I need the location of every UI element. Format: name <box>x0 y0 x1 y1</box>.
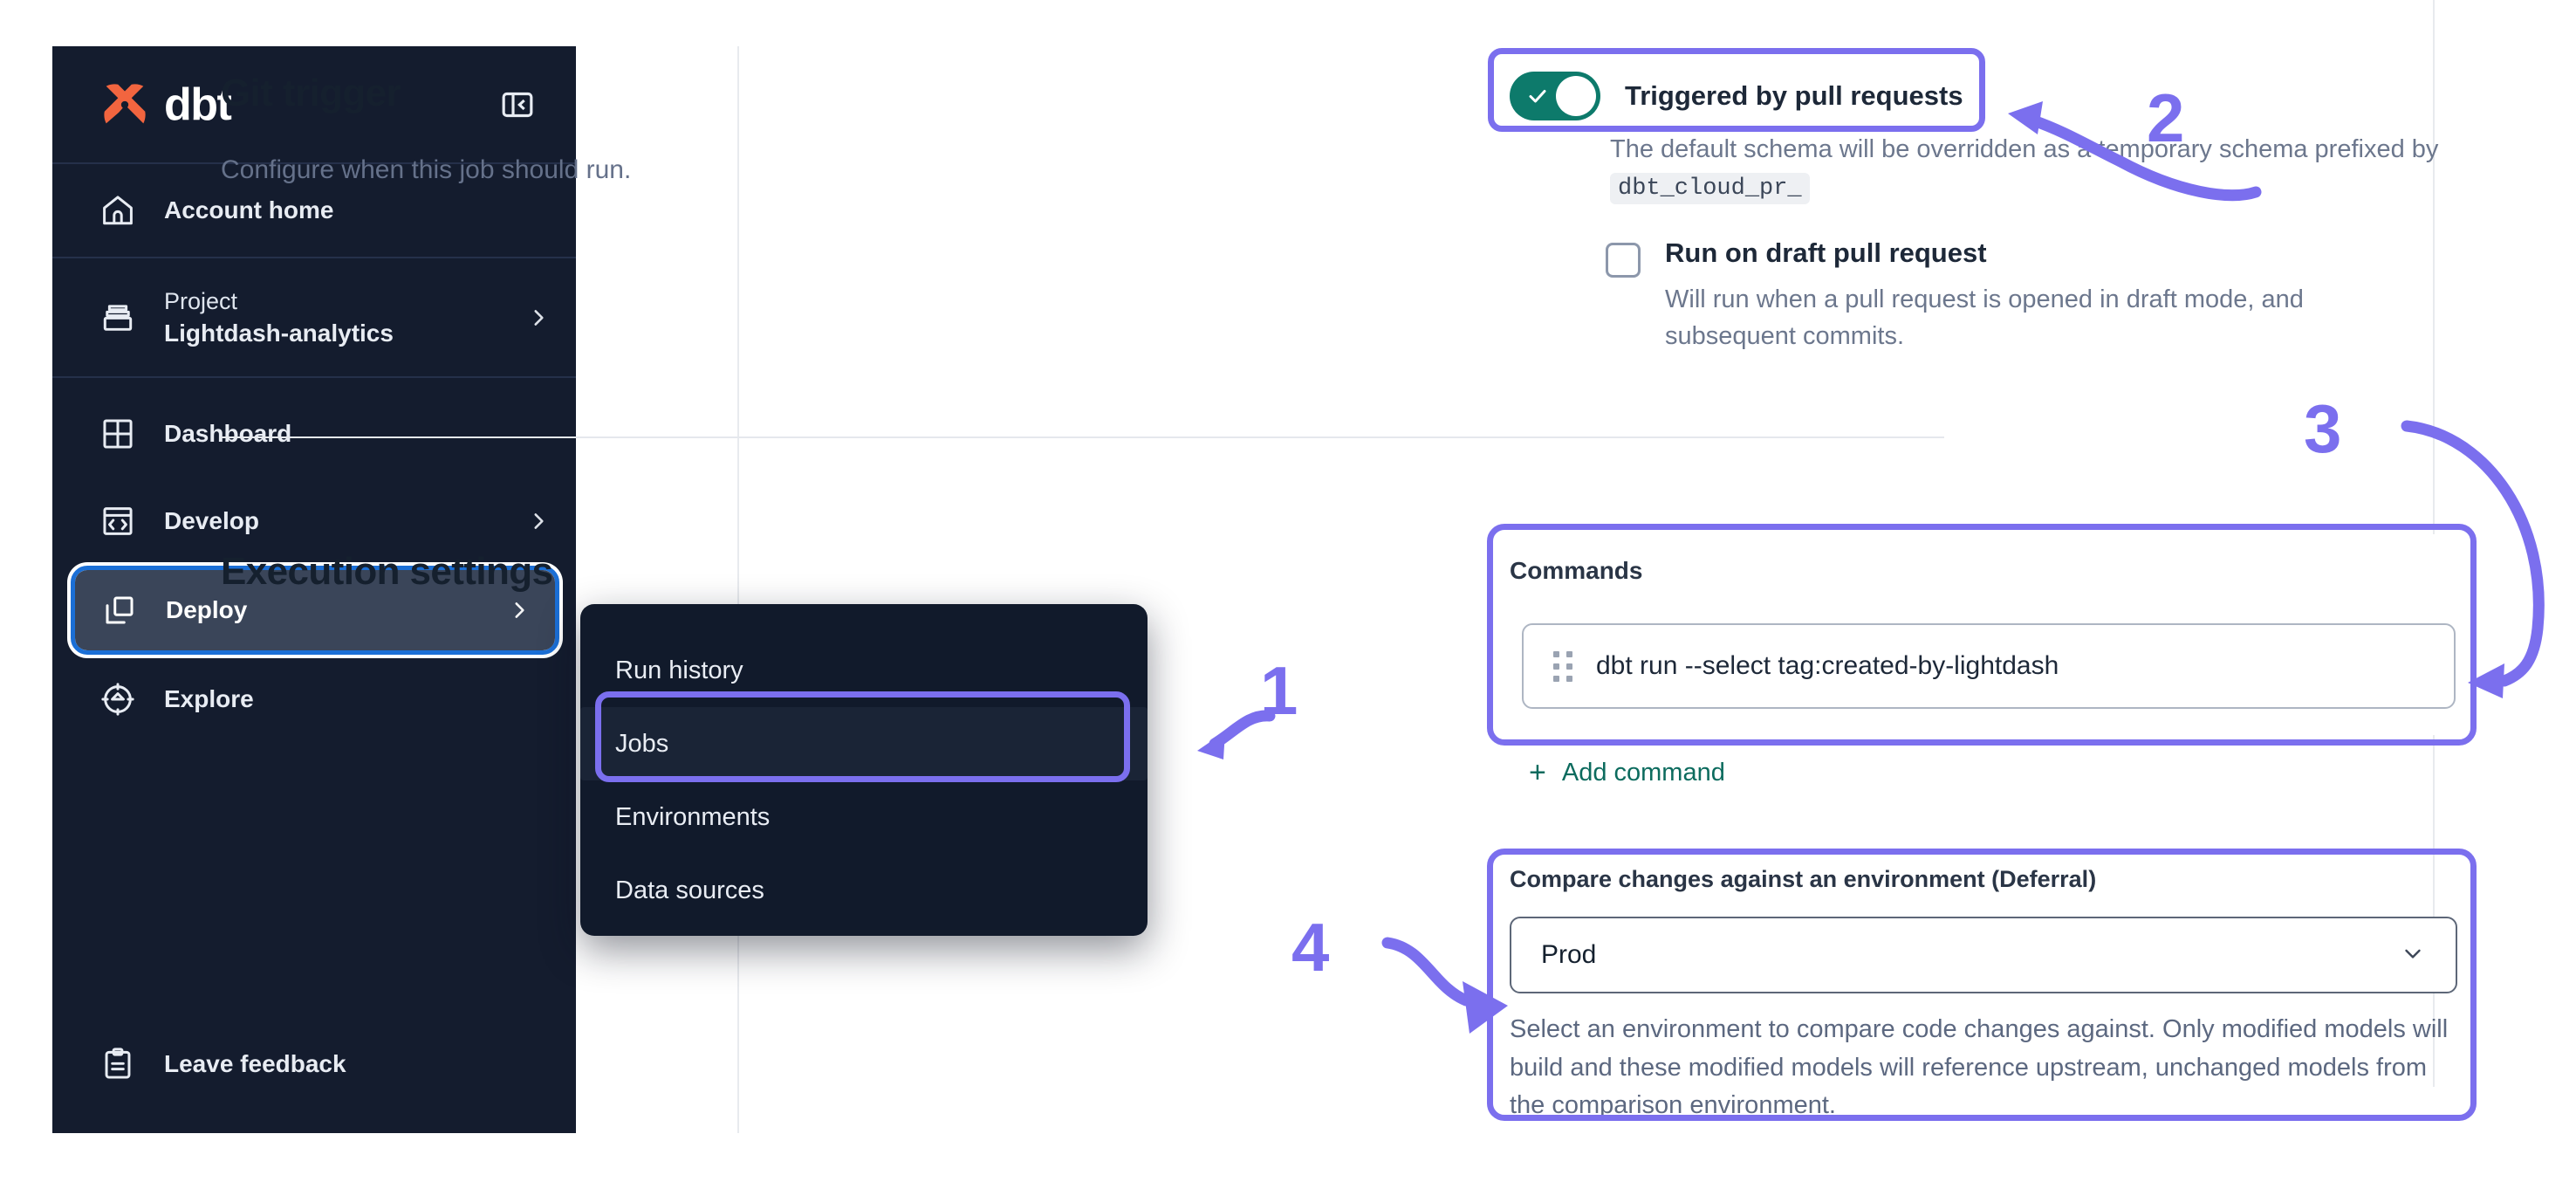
chevron-right-icon <box>527 306 550 329</box>
chevron-right-icon <box>508 599 531 622</box>
compass-icon <box>98 679 138 719</box>
sidebar-item-account-home[interactable]: Account home <box>52 164 576 258</box>
check-icon <box>1526 86 1549 107</box>
annotation-number-4: 4 <box>1291 909 1330 986</box>
add-command-button[interactable]: + Add command <box>1529 758 1725 787</box>
sidebar-item-label: Explore <box>164 684 254 712</box>
run-on-draft-checkbox[interactable] <box>1606 243 1641 278</box>
flyout-item-run-history[interactable]: Run history <box>580 634 1148 707</box>
dashboard-grid-icon <box>98 414 138 454</box>
sidebar-item-label: Dashboard <box>164 419 292 447</box>
clipboard-icon <box>98 1044 138 1084</box>
deploy-flyout-menu: Run history Jobs Environments Data sourc… <box>580 604 1148 936</box>
pr-schema-prefix-code: dbt_cloud_pr_ <box>1610 173 1810 205</box>
sidebar-item-label: Leave feedback <box>164 1049 346 1077</box>
toggle-knob <box>1556 76 1596 116</box>
annotation-number-3: 3 <box>2304 390 2342 467</box>
home-icon <box>98 190 138 230</box>
page-title-git-trigger: Git trigger <box>221 72 401 114</box>
deferral-environment-select[interactable]: Prod <box>1510 917 2457 993</box>
sidebar-item-project[interactable]: Project Lightdash-analytics <box>52 258 576 378</box>
sidebar-item-explore[interactable]: Explore <box>52 656 576 743</box>
add-command-label: Add command <box>1561 758 1725 787</box>
triggered-by-pull-requests-toggle[interactable] <box>1510 72 1600 120</box>
deferral-label: Compare changes against an environment (… <box>1510 866 2097 892</box>
command-input-row[interactable]: dbt run --select tag:created-by-lightdas… <box>1522 623 2456 709</box>
pr-description-text: The default schema will be overridden as… <box>1610 135 2439 163</box>
flyout-item-label: Environments <box>615 802 771 831</box>
sidebar-item-develop[interactable]: Develop <box>52 478 576 565</box>
flyout-item-label: Data sources <box>615 876 764 904</box>
deferral-description: Select an environment to compare code ch… <box>1510 1015 2449 1119</box>
draft-title: Run on draft pull request <box>1665 237 1987 268</box>
draft-description: Will run when a pull request is opened i… <box>1665 285 2304 351</box>
sidebar-item-label: Account home <box>164 196 334 223</box>
pull-request-description: The default schema will be overridden as… <box>1610 131 2483 206</box>
plus-icon: + <box>1529 756 1546 789</box>
content-left-rule <box>737 46 739 1133</box>
deferral-selected-value: Prod <box>1541 940 1597 969</box>
git-trigger-subtitle: Configure when this job should run. <box>221 155 632 184</box>
sidebar-item-dashboard[interactable]: Dashboard <box>52 390 576 478</box>
project-stack-icon <box>98 298 138 338</box>
sidebar-project-labels: Project Lightdash-analytics <box>164 285 501 349</box>
sidebar-header: dbt <box>52 46 576 164</box>
sidebar-item-leave-feedback[interactable]: Leave feedback <box>52 1025 576 1103</box>
sidebar-item-label: Develop <box>164 506 259 534</box>
annotation-number-1: 1 <box>1260 652 1298 729</box>
dbt-logo-icon <box>98 78 152 132</box>
commands-label: Commands <box>1510 557 1643 584</box>
command-text: dbt run --select tag:created-by-lightdas… <box>1596 651 2059 680</box>
section-divider <box>221 436 1944 438</box>
draft-texts: Run on draft pull request Will run when … <box>1665 237 2415 354</box>
chevron-right-icon <box>527 510 550 533</box>
sidebar-item-sublabel: Lightdash-analytics <box>164 319 394 347</box>
code-window-icon <box>98 501 138 541</box>
flyout-item-jobs[interactable]: Jobs <box>580 707 1148 780</box>
toggle-label: Triggered by pull requests <box>1625 80 1963 111</box>
flyout-item-label: Run history <box>615 656 743 684</box>
brand[interactable]: dbt <box>98 78 232 132</box>
chevron-down-icon <box>2400 940 2426 971</box>
annotation-number-2: 2 <box>2147 79 2185 156</box>
sidebar-item-label: Deploy <box>166 595 248 623</box>
sidebar: dbt Account home <box>52 46 576 1133</box>
flyout-item-label: Jobs <box>615 729 669 758</box>
sidebar-item-deploy-wrapper: Deploy <box>52 565 576 656</box>
page-title-execution-settings: Execution settings <box>221 550 553 593</box>
deploy-squares-icon <box>99 590 140 630</box>
drag-handle-icon[interactable] <box>1553 650 1573 682</box>
flyout-item-data-sources[interactable]: Data sources <box>580 854 1148 927</box>
run-on-draft-pull-request-row[interactable]: Run on draft pull request Will run when … <box>1606 237 2415 354</box>
brand-text: dbt <box>164 79 232 130</box>
sidebar-item-deploy[interactable]: Deploy <box>71 566 559 655</box>
triggered-by-pull-requests-row[interactable]: Triggered by pull requests <box>1510 72 1963 120</box>
sidebar-item-label: Project <box>164 288 238 315</box>
sidebar-collapse-icon[interactable] <box>497 85 538 125</box>
flyout-item-environments[interactable]: Environments <box>580 780 1148 854</box>
